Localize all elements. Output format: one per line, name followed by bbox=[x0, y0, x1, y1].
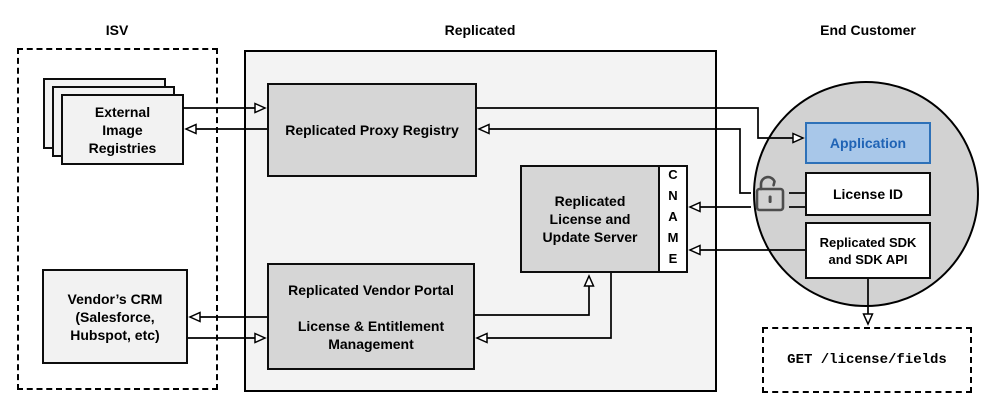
license-update-server-label: Replicated License and Update Server bbox=[522, 167, 658, 271]
unlocked-padlock-icon bbox=[755, 175, 785, 212]
get-license-fields-label: GET /license/fields bbox=[787, 352, 947, 368]
node-license-id: License ID bbox=[805, 172, 931, 216]
application-label: Application bbox=[829, 135, 907, 151]
vendor-portal-label: Replicated Vendor Portal License & Entit… bbox=[288, 281, 454, 352]
license-id-label: License ID bbox=[832, 186, 904, 202]
external-registries-label: External Image Registries bbox=[88, 103, 157, 156]
section-title-end-customer: End Customer bbox=[820, 22, 916, 38]
node-vendor-portal: Replicated Vendor Portal License & Entit… bbox=[267, 263, 475, 370]
node-proxy-registry: Replicated Proxy Registry bbox=[267, 83, 477, 177]
vendors-crm-label: Vendor’s CRM (Salesforce, Hubspot, etc) bbox=[67, 290, 163, 343]
section-title-replicated: Replicated bbox=[444, 22, 516, 38]
node-external-image-registries: External Image Registries bbox=[61, 94, 184, 165]
section-title-isv: ISV bbox=[105, 22, 129, 38]
keyhole bbox=[768, 195, 772, 203]
node-application: Application bbox=[805, 122, 931, 164]
node-license-update-server: Replicated License and Update Server CNA… bbox=[520, 165, 688, 273]
replicated-sdk-label: Replicated SDK and SDK API bbox=[819, 234, 917, 267]
node-vendors-crm: Vendor’s CRM (Salesforce, Hubspot, etc) bbox=[42, 269, 188, 364]
proxy-registry-label: Replicated Proxy Registry bbox=[285, 122, 459, 138]
node-replicated-sdk: Replicated SDK and SDK API bbox=[805, 222, 931, 279]
cname-strip: CNAME bbox=[658, 167, 686, 272]
node-get-license-fields: GET /license/fields bbox=[762, 327, 972, 393]
